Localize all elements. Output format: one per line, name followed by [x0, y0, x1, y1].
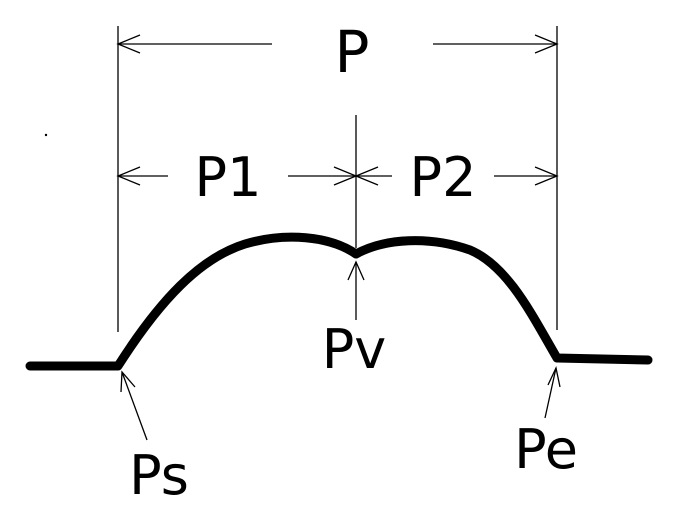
- start-point-pointer: [120, 370, 148, 441]
- start-point-label: Ps: [129, 444, 189, 507]
- speck-dot: [44, 133, 48, 137]
- valley-point-pointer: [347, 260, 365, 320]
- first-segment-label: P1: [195, 146, 262, 209]
- first-segment-dimension-arrow: [116, 166, 358, 186]
- second-segment-label: P2: [410, 146, 477, 209]
- pulse-waveform: [25, 232, 653, 371]
- end-point-pointer: [544, 365, 561, 419]
- total-dimension-arrow: [116, 34, 559, 54]
- total-period-label: P: [335, 18, 370, 86]
- end-point-label: Pe: [514, 418, 578, 481]
- second-segment-dimension-arrow: [354, 166, 559, 186]
- valley-point-label: Pv: [322, 318, 387, 381]
